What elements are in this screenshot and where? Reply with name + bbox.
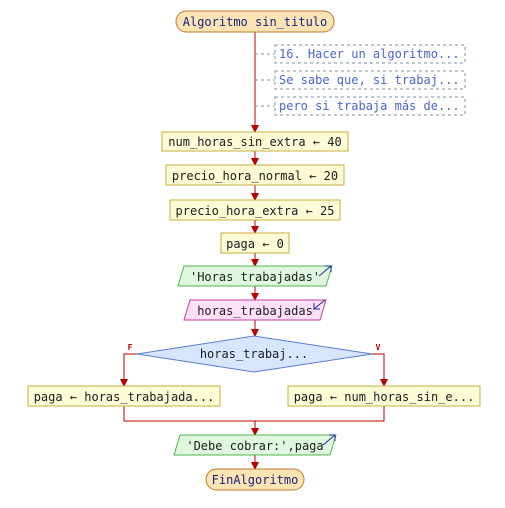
assign-3-text: precio_hora_extra ← 25 [176,204,335,218]
assign-4-text: paga ← 0 [226,237,284,251]
end-label: FinAlgoritmo [212,473,299,487]
output-result: 'Debe cobrar:',paga [173,434,337,456]
connector-decision-false [120,353,137,387]
assign-paga: paga ← 0 [220,232,290,254]
comment-1-text: 16. Hacer un algoritmo... [279,47,460,61]
output-result-arrow-icon [322,434,336,446]
output-prompt-text: 'Horas trabajadas' [190,270,320,284]
decision-true-label: V [376,343,381,352]
connectors [120,32,388,470]
comment-2-text: Se sabe que, si trabaj... [279,73,460,87]
assign-num-horas-sin-extra: num_horas_sin_extra ← 40 [161,131,349,152]
output-result-text: 'Debe cobrar:',paga [186,439,323,453]
branch-true-assign: paga ← num_horas_sin_e... [287,385,481,407]
assign-1-text: num_horas_sin_extra ← 40 [168,135,341,149]
comment-2: Se sabe que, si trabaj... [274,70,466,90]
comment-1: 16. Hacer un algoritmo... [274,44,466,64]
output-prompt: 'Horas trabajadas' [177,265,333,287]
connector-decision-true [372,353,388,387]
comment-links [255,53,275,107]
assign-2-text: precio_hora_normal ← 20 [172,169,338,183]
output-arrow-icon [318,265,332,277]
end-terminal: FinAlgoritmo [205,468,305,491]
input-var-text: horas_trabajadas [197,304,313,318]
decision: horas_trabaj... F V [128,335,381,373]
decision-text: horas_trabaj... [200,347,308,361]
input-arrow-icon [313,299,326,310]
connector-false-merge [123,406,255,422]
input-horas-trabajadas: horas_trabajadas [183,299,327,321]
comment-3: pero si trabaja más de... [274,96,466,116]
branch-false-text: paga ← horas_trabajada... [34,390,215,404]
start-label: Algoritmo sin_titulo [183,15,328,29]
decision-false-label: F [128,343,133,352]
branch-false-assign: paga ← horas_trabajada... [27,385,221,407]
branch-true-text: paga ← num_horas_sin_e... [294,390,475,404]
assign-precio-hora-normal: precio_hora_normal ← 20 [165,164,345,186]
start-terminal: Algoritmo sin_titulo [175,10,335,33]
comment-3-text: pero si trabaja más de... [279,99,460,113]
assign-precio-hora-extra: precio_hora_extra ← 25 [169,199,341,221]
connector-true-merge [255,406,385,422]
